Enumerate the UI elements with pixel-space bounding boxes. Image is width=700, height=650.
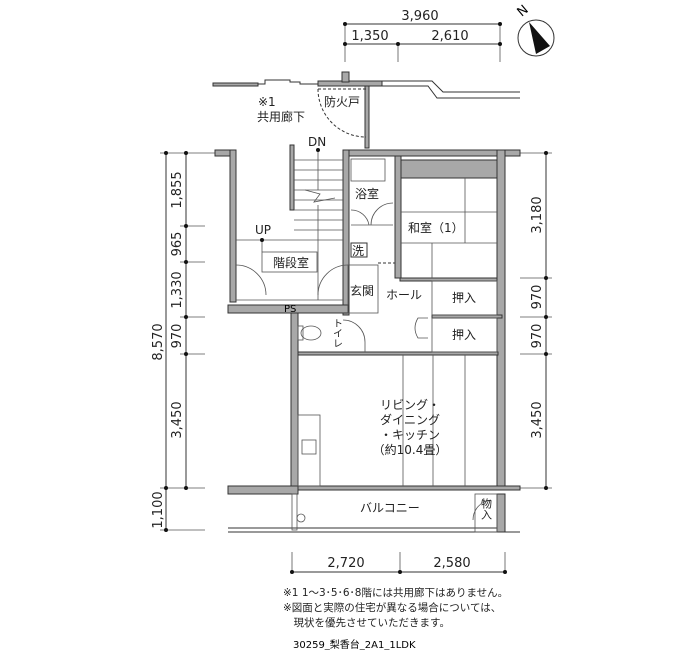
dim-left-part-4: 970 xyxy=(170,324,185,349)
dim-bottom-part-2: 2,580 xyxy=(433,556,470,571)
ldk-label-line-2: ダイニング xyxy=(380,412,440,427)
dim-left-total: 8,570 xyxy=(151,323,166,360)
north-compass-icon: N xyxy=(515,2,555,57)
corridor-note-mark: ※1 xyxy=(258,95,276,109)
balcony: バルコニー 物入 xyxy=(296,493,498,533)
storage-label: 物入 xyxy=(480,497,493,520)
washer-label: 洗 xyxy=(352,244,364,258)
balcony-label: バルコニー xyxy=(360,501,420,515)
toilet: トイレ xyxy=(297,318,366,352)
corridor-label: 共用廊下 xyxy=(257,109,305,124)
stairwell: DN UP 階段室 PS xyxy=(235,135,349,315)
stairs-up-label: UP xyxy=(255,223,271,237)
bottom-dimensions: 2,720 2,580 xyxy=(290,552,507,574)
closet-2-label: 押入 xyxy=(452,328,476,342)
note-1: ※1 1～3･5･6･8階には共用廊下はありません。 xyxy=(283,586,508,599)
washitsu: 和室（1） xyxy=(401,178,497,278)
toilet-label: トイレ xyxy=(331,318,343,348)
dim-left-part-5: 3,450 xyxy=(170,401,185,438)
dim-top-part-1: 1,350 xyxy=(351,29,388,44)
ldk: リビング・ ダイニング ・キッチン （約10.4畳） xyxy=(297,355,466,487)
dim-right-part-3: 970 xyxy=(530,324,545,349)
top-dimensions: 3,960 1,350 2,610 xyxy=(343,9,502,62)
dim-right-part-4: 3,450 xyxy=(530,401,545,438)
dim-top-part-2: 2,610 xyxy=(431,29,468,44)
dim-left-part-3: 1,330 xyxy=(170,271,185,308)
bathroom: 浴室 洗 xyxy=(350,158,394,258)
walls xyxy=(214,144,521,533)
notes: ※1 1～3･5･6･8階には共用廊下はありません。 ※図面と実際の住宅が異なる… xyxy=(283,586,508,650)
ps-label: PS xyxy=(284,304,296,315)
bath-label: 浴室 xyxy=(355,186,379,201)
entrance-hall: 玄関 ホール xyxy=(347,262,428,339)
compass-label: N xyxy=(515,2,532,20)
hall-label: ホール xyxy=(386,288,422,302)
washitsu-label: 和室（1） xyxy=(408,220,464,235)
dim-bottom-part-1: 2,720 xyxy=(327,556,364,571)
dim-left-part-2: 965 xyxy=(170,232,185,257)
dim-right-part-1: 3,180 xyxy=(530,196,545,233)
right-dimensions: 3,180 970 970 3,450 xyxy=(520,151,552,490)
dim-left-part-1: 1,855 xyxy=(170,171,185,208)
dim-left-balcony: 1,100 xyxy=(151,491,166,528)
stairwell-label: 階段室 xyxy=(273,255,309,270)
stairs-down-label: DN xyxy=(308,135,326,149)
left-dimensions: 8,570 1,855 965 1,330 970 3,450 1,100 xyxy=(151,151,215,532)
fire-door-label: 防火戸 xyxy=(324,94,360,109)
dim-top-total: 3,960 xyxy=(401,9,438,24)
note-2: ※図面と実際の住宅が異なる場合については、 xyxy=(283,601,501,614)
ldk-label-line-3: ・キッチン xyxy=(380,428,440,442)
dim-right-part-2: 970 xyxy=(530,285,545,310)
ldk-label-line-4: （約10.4畳） xyxy=(373,442,448,457)
entrance-label: 玄関 xyxy=(350,283,374,298)
plan-code: 30259_梨香台_2A1_1LDK xyxy=(293,638,416,650)
note-3: 現状を優先させていただきます。 xyxy=(283,616,450,629)
common-corridor: 防火戸 ※1 共用廊下 xyxy=(212,71,520,149)
closets: 押入 押入 xyxy=(431,280,498,353)
closet-1-label: 押入 xyxy=(452,291,476,305)
ldk-label-line-1: リビング・ xyxy=(380,398,440,412)
